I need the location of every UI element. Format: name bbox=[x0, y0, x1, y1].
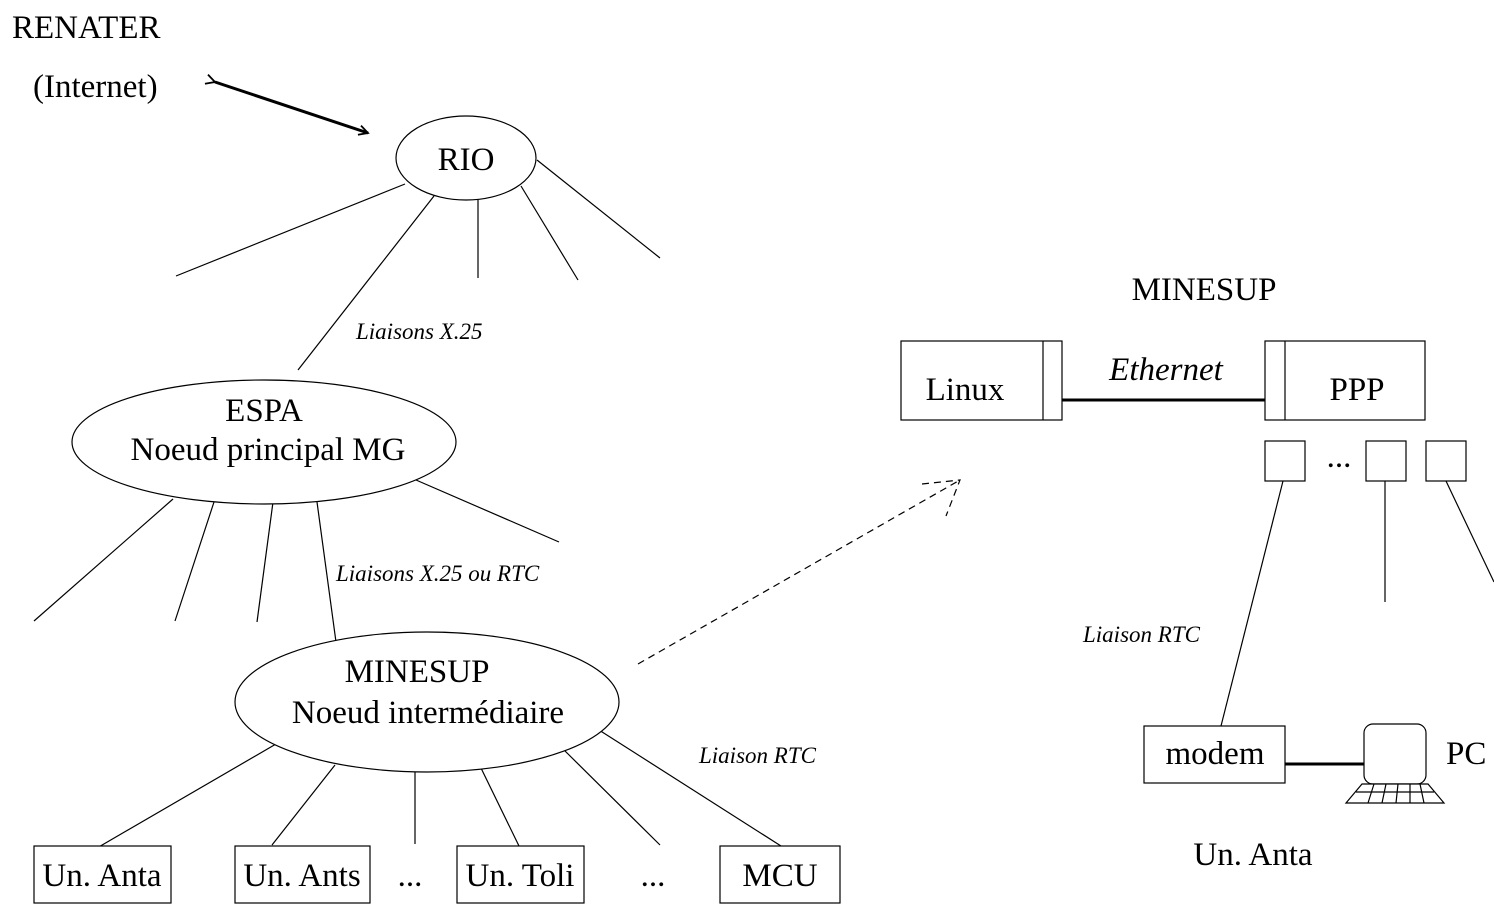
port-box bbox=[1425, 440, 1467, 482]
rio-branch-line bbox=[536, 159, 661, 259]
ellipsis-label: ... bbox=[398, 858, 423, 894]
x25-link-label: Liaisons X.25 bbox=[355, 319, 483, 344]
ellipsis-label: ... bbox=[641, 858, 666, 894]
university-label: Un. Ants bbox=[243, 858, 360, 894]
espa-branch-line bbox=[256, 501, 274, 623]
minesup-node-subtitle: Noeud intermédiaire bbox=[292, 695, 564, 731]
modem-label: modem bbox=[1166, 736, 1265, 772]
rio-branch-line bbox=[175, 183, 406, 277]
minesup-node: MINESUP Noeud intermédiaire bbox=[96, 631, 782, 849]
rio-node: RIO bbox=[175, 115, 661, 371]
university-link bbox=[271, 764, 336, 846]
detail-rtc-label: Liaison RTC bbox=[1082, 622, 1201, 647]
port-line bbox=[1445, 480, 1494, 583]
detail-title: MINESUP bbox=[1132, 272, 1277, 308]
linux-label: Linux bbox=[926, 372, 1005, 408]
x25-rtc-link-label: Liaisons X.25 ou RTC bbox=[335, 561, 540, 586]
renater-label: RENATER bbox=[12, 10, 161, 46]
linux-box bbox=[900, 340, 1063, 421]
espa-branch-line bbox=[33, 498, 174, 622]
zoom-arrow bbox=[637, 479, 961, 665]
pc-monitor bbox=[1363, 723, 1427, 785]
modem-box bbox=[1143, 725, 1286, 784]
university-link bbox=[598, 729, 782, 847]
espa-branch-line bbox=[174, 501, 215, 622]
internet-link-arrow bbox=[215, 82, 368, 133]
university-link bbox=[96, 743, 277, 849]
rio-branch-line bbox=[520, 185, 579, 281]
modem-device: modem bbox=[1143, 725, 1286, 784]
linux-server: Linux bbox=[900, 340, 1063, 421]
rtc-line bbox=[1220, 480, 1284, 727]
university-label: MCU bbox=[742, 858, 817, 894]
site-label: Un. Anta bbox=[1193, 837, 1313, 873]
ppp-label: PPP bbox=[1329, 372, 1384, 408]
espa-ellipse bbox=[71, 379, 457, 505]
university-label: Un. Anta bbox=[42, 858, 162, 894]
university-box bbox=[234, 845, 371, 904]
minesup-node-label: MINESUP bbox=[345, 654, 490, 690]
modem-ports: ... bbox=[1220, 439, 1494, 727]
university-box bbox=[719, 845, 841, 904]
rtc-link-label: Liaison RTC bbox=[698, 743, 817, 768]
ppp-server: PPP bbox=[1264, 340, 1426, 421]
university-link bbox=[479, 765, 520, 847]
university-row: Un. Anta Un. Ants ... Un. Toli ... MCU bbox=[33, 845, 841, 904]
zoom-arrowhead bbox=[921, 479, 961, 517]
rio-label: RIO bbox=[438, 142, 495, 178]
rio-ellipse bbox=[395, 115, 537, 201]
espa-label: ESPA bbox=[225, 393, 303, 429]
espa-minesup-link bbox=[316, 501, 337, 643]
internet-label: (Internet) bbox=[33, 69, 158, 105]
port-box bbox=[1365, 440, 1407, 482]
ports-ellipsis: ... bbox=[1327, 439, 1352, 475]
minesup-ellipse bbox=[234, 631, 620, 773]
pc-icon bbox=[1344, 723, 1446, 804]
pc-label: PC bbox=[1446, 736, 1486, 772]
pc-keyboard bbox=[1344, 783, 1446, 804]
university-box bbox=[33, 845, 172, 904]
ethernet-label: Ethernet bbox=[1108, 352, 1223, 388]
espa-branch-line bbox=[415, 479, 560, 543]
university-box bbox=[456, 845, 585, 904]
port-box bbox=[1264, 440, 1306, 482]
espa-node: ESPA Noeud principal MG bbox=[33, 379, 560, 643]
university-label: Un. Toli bbox=[466, 858, 575, 894]
rio-espa-link bbox=[297, 195, 435, 371]
university-link bbox=[561, 747, 661, 846]
espa-subtitle: Noeud principal MG bbox=[131, 432, 406, 468]
ppp-box bbox=[1264, 340, 1426, 421]
